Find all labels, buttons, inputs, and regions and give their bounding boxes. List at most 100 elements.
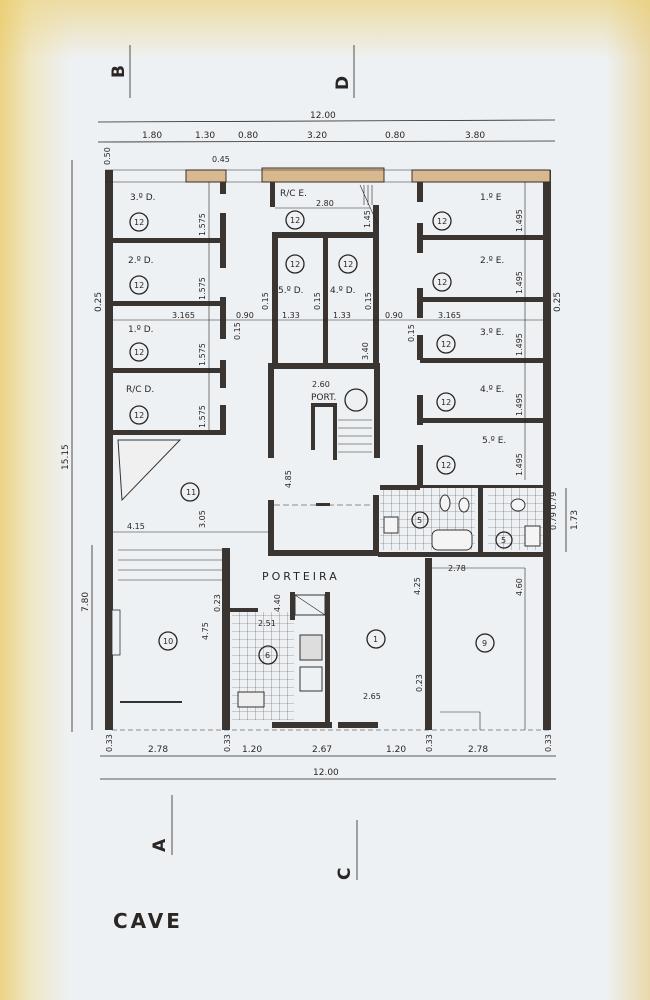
svg-text:12: 12 — [343, 260, 353, 269]
left-dimensions: 15.15 7.80 0.25 0.25 0.79 0.79 1.73 — [61, 160, 580, 732]
room-label-4d: 4.º D. — [330, 286, 355, 296]
top-dimensions: 12.00 1.80 1.30 0.80 3.20 0.80 3.80 0.50… — [97, 111, 556, 165]
dim: 0.15 — [233, 322, 242, 340]
dim: 0.33 — [544, 734, 553, 752]
dim: 0.90 — [385, 311, 403, 320]
plan-title: CAVE — [113, 909, 183, 933]
dim: 4.85 — [284, 470, 293, 488]
svg-text:12: 12 — [290, 216, 300, 225]
room-number-6: 6 — [258, 645, 278, 665]
room-label-1e: 1.º E — [480, 193, 502, 203]
dim: 1.575 — [198, 405, 207, 428]
dim: 1.575 — [198, 213, 207, 236]
dim: 3.165 — [172, 311, 195, 320]
dim: 1.495 — [515, 453, 524, 476]
dim: 0.25 — [553, 292, 563, 312]
room-number-10: 10 — [158, 631, 178, 651]
dim: 4.15 — [127, 522, 145, 531]
section-a-label: A — [150, 838, 170, 852]
dim: 0.15 — [261, 292, 270, 310]
dim: 1.575 — [198, 343, 207, 366]
dim: 2.78 — [448, 564, 466, 573]
svg-text:12: 12 — [441, 398, 451, 407]
dim: 1.20 — [386, 745, 406, 755]
room-number-12: 12 — [432, 211, 452, 231]
room-label-5e: 5.º E. — [482, 436, 506, 446]
room-label-rcd: R/C D. — [126, 385, 154, 395]
dim: 0.80 — [238, 131, 258, 141]
dim: 3.20 — [307, 131, 327, 141]
dim-total-top: 12.00 — [310, 111, 336, 121]
room-number-11: 11 — [180, 482, 200, 502]
dim: 1.30 — [195, 131, 215, 141]
dim: 0.23 — [415, 674, 424, 692]
svg-text:10: 10 — [163, 637, 173, 646]
dim: 1.575 — [198, 277, 207, 300]
dim: 1.45 — [363, 210, 372, 228]
dim: 2.78 — [468, 745, 488, 755]
dim: 3.05 — [198, 510, 207, 528]
dim: 1.80 — [142, 131, 162, 141]
dim: 0.80 — [385, 131, 405, 141]
dim: 1.495 — [515, 333, 524, 356]
svg-text:9: 9 — [482, 639, 487, 648]
room-number-5: 5 — [495, 531, 513, 549]
room-number-12: 12 — [129, 212, 149, 232]
svg-text:5: 5 — [417, 516, 422, 525]
dim: 1.73 — [570, 510, 580, 530]
room-label-2d: 2.º D. — [128, 256, 153, 266]
room-label-port: PORT. — [311, 393, 336, 403]
svg-text:6: 6 — [265, 651, 270, 660]
dim: 4.25 — [413, 577, 422, 595]
svg-text:12: 12 — [441, 461, 451, 470]
dim: 4.60 — [515, 578, 524, 596]
dim-total-bottom: 12.00 — [313, 768, 339, 778]
dim: 1.33 — [282, 311, 300, 320]
svg-text:1: 1 — [373, 635, 378, 644]
section-b-label: B — [109, 65, 129, 78]
svg-text:12: 12 — [134, 281, 144, 290]
dim: 1.495 — [515, 271, 524, 294]
dim: 0.25 — [94, 292, 104, 312]
dim: 1.495 — [515, 209, 524, 232]
dim: 0.23 — [213, 594, 222, 612]
svg-text:12: 12 — [437, 217, 447, 226]
dim: 2.78 — [148, 745, 168, 755]
room-number-12: 12 — [285, 254, 305, 274]
room-label-1d: 1.º D. — [128, 325, 153, 335]
room-labels: 3.º D. 2.º D. 1.º D. R/C D. 1.º E 2.º E.… — [126, 189, 506, 583]
dim: 7.80 — [81, 592, 91, 612]
dim: 1.20 — [242, 745, 262, 755]
room-number-1: 1 — [366, 629, 386, 649]
room-label-rce: R/C E. — [280, 189, 307, 199]
dim: 2.60 — [312, 380, 330, 389]
dim: 4.40 — [273, 594, 282, 612]
dim: 3.165 — [438, 311, 461, 320]
dim: 2.80 — [316, 199, 334, 208]
room-number-9: 9 — [475, 633, 495, 653]
room-number-12: 12 — [129, 275, 149, 295]
room-numbers: 12 12 12 12 12 12 12 12 12 12 12 12 11 1… — [129, 210, 513, 665]
room-number-12: 12 — [432, 272, 452, 292]
dim: 2.65 — [363, 692, 381, 701]
svg-text:12: 12 — [441, 340, 451, 349]
dim: 0.15 — [407, 324, 416, 342]
room-number-12: 12 — [129, 405, 149, 425]
dim: 1.33 — [333, 311, 351, 320]
dim: 2.67 — [312, 745, 332, 755]
room-label-5d: 5.º D. — [278, 286, 303, 296]
room-label-4e: 4.º E. — [480, 385, 504, 395]
room-label-3e: 3.º E. — [480, 328, 504, 338]
svg-text:12: 12 — [134, 348, 144, 357]
section-c-label: C — [335, 868, 355, 880]
room-number-12: 12 — [436, 334, 456, 354]
dim: 0.33 — [223, 734, 232, 752]
room-label-2e: 2.º E. — [480, 256, 504, 266]
dim: 15.15 — [61, 444, 71, 470]
room-number-5: 5 — [411, 511, 429, 529]
room-number-12: 12 — [338, 254, 358, 274]
interior-dimensions: 1.575 1.575 1.575 1.575 1.495 1.495 1.49… — [113, 199, 543, 701]
section-d-label: D — [333, 76, 353, 90]
room-number-12: 12 — [436, 455, 456, 475]
